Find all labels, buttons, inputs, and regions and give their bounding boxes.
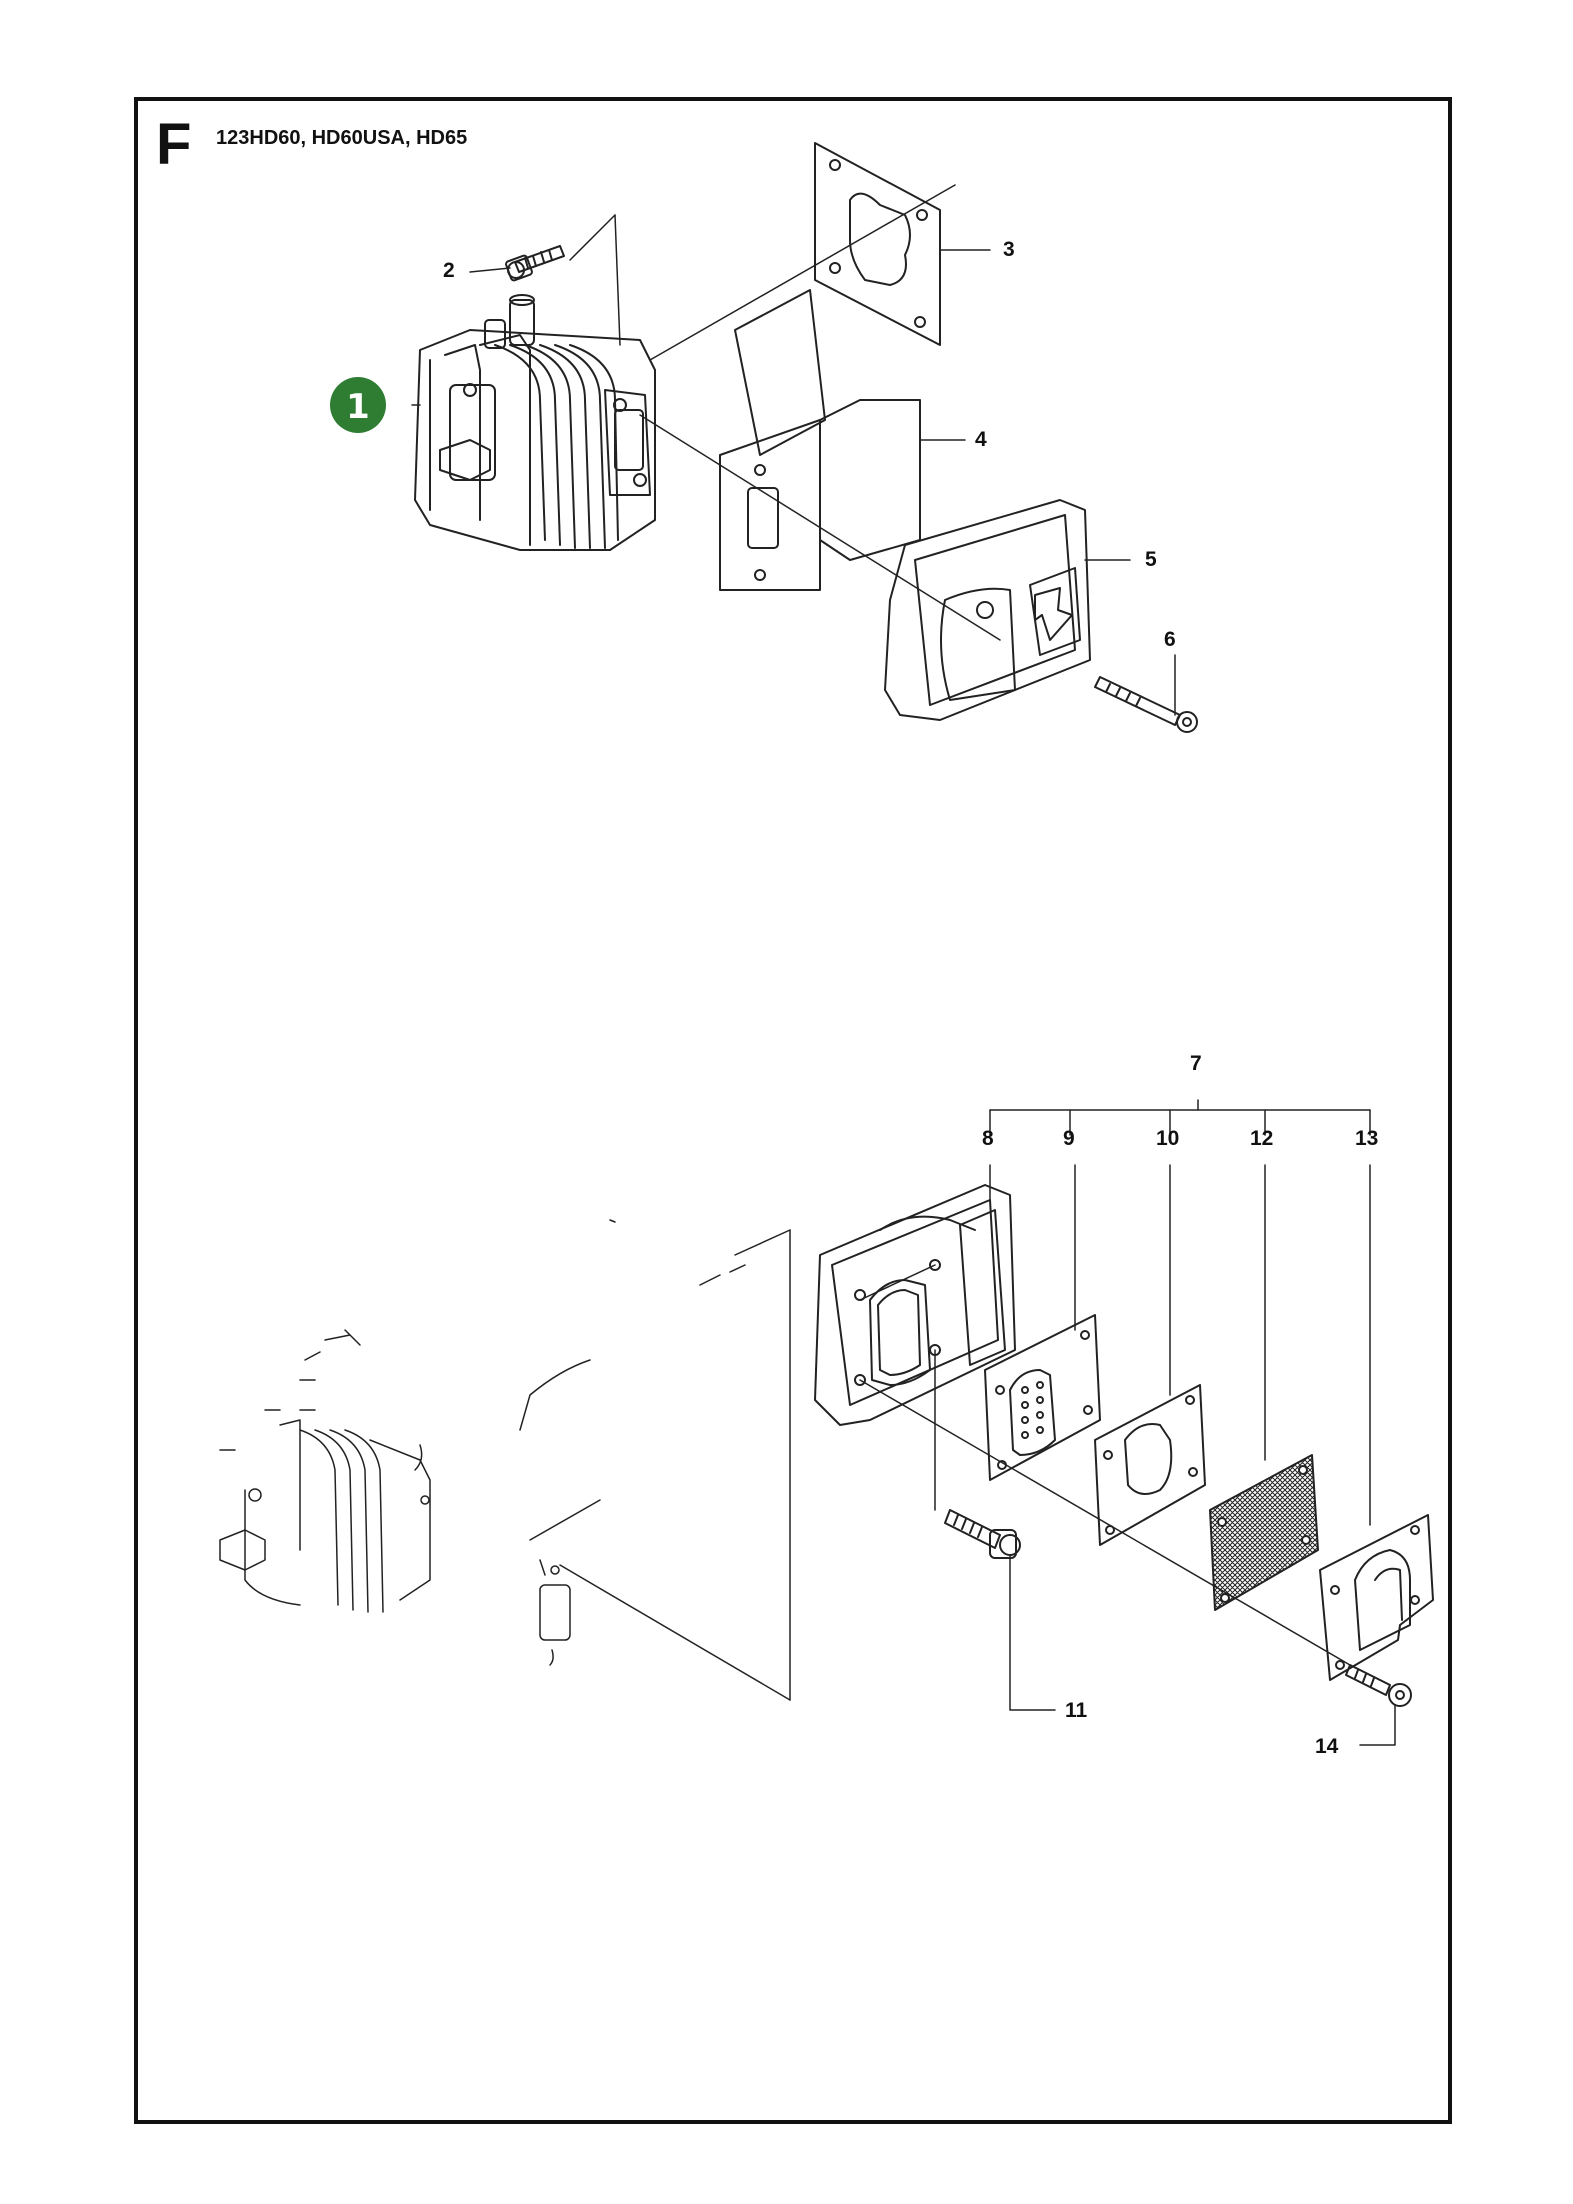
- ghost-cylinder-outline: [219, 1329, 431, 1613]
- callout-leaders: [411, 249, 1396, 1746]
- callout-8-label: 8: [982, 1127, 994, 1150]
- callout-7-label: 7: [1190, 1052, 1202, 1075]
- model-list: 123HD60, HD60USA, HD65: [216, 127, 468, 149]
- heat-shield-part-4[interactable]: [719, 289, 921, 591]
- callout-1-label: 1: [346, 387, 370, 427]
- diagram-frame: [134, 97, 1452, 2124]
- muffler-part-8[interactable]: [814, 1184, 1016, 1426]
- callout-11-label: 11: [1065, 1699, 1088, 1722]
- screen-part-12[interactable]: [1209, 1454, 1319, 1611]
- callout-9-label: 9: [1063, 1127, 1075, 1150]
- screw-part-14[interactable]: [1345, 1664, 1412, 1707]
- upper-assembly-lines: [569, 184, 1001, 641]
- plate-part-9[interactable]: [984, 1314, 1101, 1481]
- callout-2-label: 2: [443, 259, 455, 282]
- screw-part-2[interactable]: [505, 245, 565, 282]
- deflector-part-13[interactable]: [1319, 1514, 1434, 1681]
- section-letter: F: [156, 112, 192, 177]
- screw-part-11[interactable]: [944, 1509, 1021, 1559]
- bolt-part-6[interactable]: [1094, 676, 1198, 733]
- callout-5-label: 5: [1145, 548, 1157, 571]
- callout-1-badge[interactable]: 1: [330, 377, 386, 433]
- callout-4-label: 4: [975, 428, 987, 451]
- ghost-shield-outline: [519, 1219, 791, 1701]
- callout-3-label: 3: [1003, 238, 1015, 261]
- callout-14-label: 14: [1315, 1735, 1339, 1758]
- lower-assembly-lines: [859, 1264, 1351, 1666]
- muffler-part-5[interactable]: [884, 499, 1091, 721]
- callout-12-label: 12: [1250, 1127, 1273, 1150]
- callout-6-label: 6: [1164, 628, 1176, 651]
- gasket-part-10[interactable]: [1094, 1384, 1206, 1546]
- gasket-part-3[interactable]: [814, 142, 941, 346]
- cylinder-part[interactable]: [414, 294, 656, 551]
- callout-13-label: 13: [1355, 1127, 1378, 1150]
- callout-10-label: 10: [1156, 1127, 1179, 1150]
